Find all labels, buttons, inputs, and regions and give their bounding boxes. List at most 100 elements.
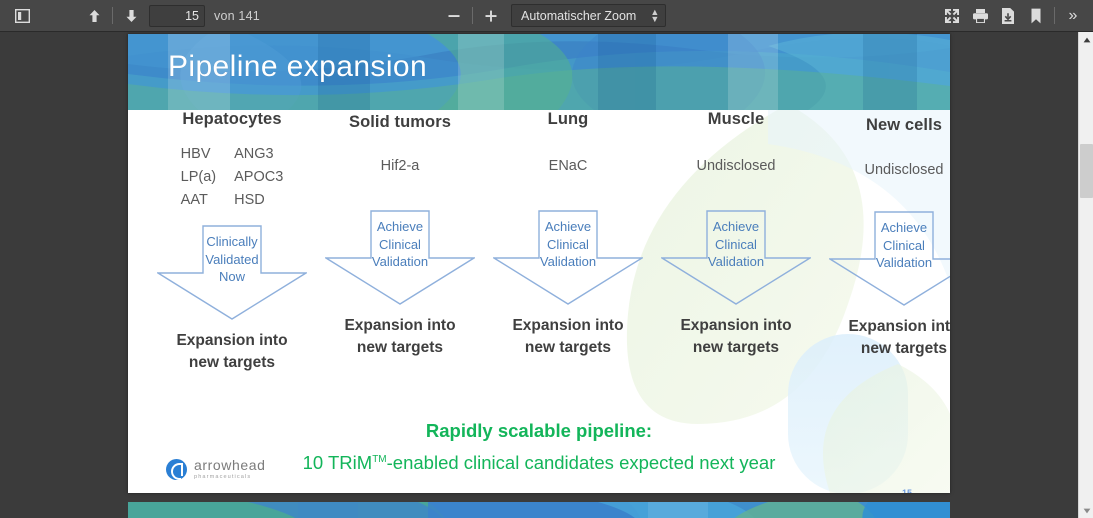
arrow-label-line: Now: [218, 269, 245, 284]
column-targets: Undisclosed: [654, 155, 818, 178]
expansion-line: Expansion into: [344, 317, 456, 334]
arrow-label-line: Validation: [707, 254, 765, 269]
column-title: Muscle: [707, 110, 765, 128]
page-number-input[interactable]: [149, 4, 205, 27]
fullscreen-icon: [945, 8, 959, 23]
pdf-toolbar: von 141 Automatischer Zoom ▲▼: [0, 0, 1093, 32]
targets-left-group: HBV LP(a) AAT: [181, 143, 216, 212]
zoom-out-button[interactable]: [440, 3, 468, 29]
column-targets: Hif2-a: [318, 155, 482, 178]
arrow-label-line: Clinically: [206, 234, 258, 249]
summary-line-2-pre: 10 TRiM: [302, 452, 373, 474]
expansion-line: Expansion into: [848, 318, 950, 335]
column-targets: Undisclosed: [822, 159, 950, 182]
previous-page-button[interactable]: [80, 3, 108, 29]
logo-wordmark: arrowhead: [194, 457, 266, 473]
expansion-line: new targets: [524, 339, 612, 356]
presentation-mode-button[interactable]: [938, 3, 966, 29]
arrow-label: Achieve Clinical Validation: [493, 218, 643, 271]
down-arrow-shape: Clinically Validated Now: [157, 225, 307, 320]
scrollbar-thumb[interactable]: [1080, 144, 1093, 198]
zoom-in-button[interactable]: [477, 3, 505, 29]
arrow-label: Achieve Clinical Validation: [829, 219, 950, 272]
summary-line-1-bold: Rapidly scalable pipeline: [425, 420, 646, 441]
column-title: New cells: [865, 116, 943, 134]
arrow-label-line: Validation: [371, 254, 429, 269]
slide-background-blobs: [626, 84, 950, 493]
arrow-label-line: Validation: [875, 255, 933, 270]
arrow-label-line: Achieve: [376, 219, 424, 234]
down-arrow-icon: [493, 210, 643, 305]
plus-icon: [485, 10, 497, 22]
toolbar-divider-3: [1054, 7, 1055, 24]
expansion-line: new targets: [860, 340, 948, 357]
next-page-button[interactable]: [117, 3, 145, 29]
pdf-viewer-canvas[interactable]: Pipeline expansion Hepatocytes HBV LP(a)…: [0, 32, 1078, 518]
pipeline-column-solid-tumors: Solid tumors Hif2-a Achieve Clinical Val…: [318, 110, 482, 359]
targets-right-group: ANG3 APOC3 HSD: [234, 143, 283, 212]
down-arrow-shape: Achieve Clinical Validation: [661, 210, 811, 305]
header-wave-graphic: [128, 34, 950, 110]
download-button[interactable]: [994, 3, 1022, 29]
slide-title: Pipeline expansion: [168, 50, 428, 83]
expansion-label: Expansion into new targets: [150, 330, 314, 374]
target-item: Undisclosed: [696, 158, 776, 174]
expansion-line: new targets: [356, 339, 444, 356]
spinner-updown-icon: ▲▼: [650, 6, 660, 24]
target-item: Undisclosed: [864, 162, 944, 178]
target-item: APOC3: [234, 169, 284, 185]
summary-text: Rapidly scalable pipeline: 10 TRiMTM-ena…: [128, 416, 950, 493]
arrow-label-line: Clinical: [715, 236, 757, 252]
expansion-line: Expansion into: [680, 317, 792, 334]
pipeline-column-hepatocytes: Hepatocytes HBV LP(a) AAT ANG3 APOC3 HSD: [150, 110, 314, 374]
bookmark-button[interactable]: [1022, 3, 1050, 29]
vertical-scrollbar[interactable]: [1078, 32, 1093, 518]
expansion-label: Expansion into new targets: [654, 315, 818, 359]
zoom-level-select[interactable]: Automatischer Zoom ▲▼: [511, 4, 667, 27]
more-tools-button[interactable]: »: [1059, 3, 1087, 29]
print-button[interactable]: [966, 3, 994, 29]
minus-icon: [448, 14, 460, 17]
summary-line-2: 10 TRiMTM-enabled clinical candidates ex…: [128, 445, 950, 477]
arrow-label-line: Clinical: [547, 236, 589, 252]
download-icon: [1002, 7, 1014, 24]
arrow-label-line: Validated: [205, 251, 259, 267]
expansion-label: Expansion into new targets: [822, 316, 950, 360]
summary-line-1: Rapidly scalable pipeline:: [128, 416, 950, 445]
expansion-line: Expansion into: [176, 332, 288, 349]
target-item: ANG3: [234, 146, 274, 162]
target-item: HBV: [180, 146, 211, 162]
slide-header-band: Pipeline expansion: [128, 34, 950, 110]
logo-subtitle: pharmaceuticals: [194, 474, 252, 480]
summary-colon: :: [645, 420, 653, 441]
trademark-symbol: TM: [372, 454, 387, 465]
chevron-down-icon: [1083, 508, 1090, 513]
column-targets: ENaC: [486, 155, 650, 178]
sidebar-toggle-icon: [14, 8, 30, 23]
sidebar-toggle-button[interactable]: [8, 3, 36, 29]
arrow-label: Achieve Clinical Validation: [325, 218, 475, 271]
column-title: Solid tumors: [348, 113, 452, 131]
scrollbar-up-button[interactable]: [1079, 32, 1093, 47]
column-title: Lung: [547, 110, 589, 128]
zoom-level-value: Automatischer Zoom: [521, 8, 637, 23]
arrow-label-line: Validation: [539, 254, 597, 269]
arrow-label-line: Achieve: [712, 219, 760, 234]
summary-line-3: Potentially 20 just 3 years later: [128, 491, 950, 493]
down-arrow-shape: Achieve Clinical Validation: [325, 210, 475, 305]
pipeline-column-new-cells: New cells Undisclosed Achieve Clinical V…: [822, 110, 950, 360]
slide-page-16-preview: [128, 502, 950, 518]
down-arrow-icon: [325, 210, 475, 305]
scrollbar-down-button[interactable]: [1079, 503, 1093, 518]
down-arrow-icon: [661, 210, 811, 305]
expansion-label: Expansion into new targets: [318, 315, 482, 359]
page-count-label: von 141: [214, 8, 260, 23]
expansion-line: Expansion into: [512, 317, 624, 334]
arrow-label-line: Achieve: [880, 220, 928, 235]
slide-page-15: Pipeline expansion Hepatocytes HBV LP(a)…: [128, 34, 950, 493]
pipeline-columns: Hepatocytes HBV LP(a) AAT ANG3 APOC3 HSD: [128, 110, 950, 410]
column-targets: HBV LP(a) AAT ANG3 APOC3 HSD: [150, 143, 314, 212]
column-title: Hepatocytes: [182, 110, 282, 128]
arrow-label-line: Clinical: [379, 236, 421, 252]
target-item: HSD: [234, 192, 265, 208]
